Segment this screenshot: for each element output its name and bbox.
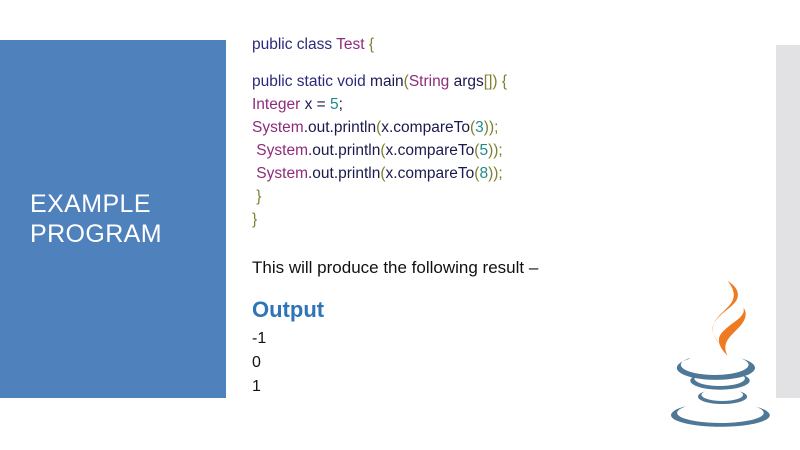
title-panel: EXAMPLE PROGRAM [0, 40, 226, 398]
code-token: ( [474, 142, 480, 159]
code-token: System [252, 119, 304, 136]
code-token: )); [488, 142, 503, 159]
code-token: 5 [479, 142, 489, 159]
line-println-3: System.out.println(x.compareTo(3)); [252, 116, 772, 139]
code-token: x = [300, 96, 330, 113]
code-token: .out.println [307, 142, 381, 159]
output-values: -1 0 1 [252, 330, 267, 396]
code-token: System [252, 142, 308, 159]
content-column: public class Test { public static void ma… [252, 33, 772, 399]
code-token: } [252, 211, 258, 228]
code-token: ( [469, 119, 476, 136]
line-println-8: System.out.println(x.compareTo(8)); [252, 162, 772, 185]
code-token: x.compareTo [385, 165, 475, 182]
code-token: x.compareTo [385, 142, 475, 159]
line-integer-decl: Integer x = 5; [252, 93, 772, 116]
code-token: System [252, 165, 308, 182]
code-block: public class Test { public static void ma… [252, 33, 772, 231]
result-caption: This will produce the following result – [252, 258, 539, 277]
code-token: public static void [252, 73, 371, 90]
line-println-5: System.out.println(x.compareTo(5)); [252, 139, 772, 162]
code-token: 8 [479, 165, 489, 182]
code-token: ( [376, 119, 382, 136]
code-token: { [368, 36, 375, 53]
right-accent-strip [776, 45, 800, 398]
code-token: .out.println [307, 165, 381, 182]
code-token: Integer [252, 96, 301, 113]
line-class-decl: public class Test { [252, 33, 772, 56]
code-token: []) { [483, 73, 508, 90]
code-token: main [370, 73, 404, 90]
code-token: 3 [475, 119, 484, 136]
code-token: } [252, 188, 262, 205]
code-token: ( [380, 165, 386, 182]
code-token: ( [380, 142, 386, 159]
code-token: 5 [330, 96, 339, 113]
code-token: ; [338, 96, 343, 113]
code-blank-line [252, 56, 772, 70]
code-token: Test [336, 36, 365, 53]
code-token: )); [483, 119, 499, 136]
code-token: .out.println [303, 119, 377, 136]
output-heading: Output [252, 297, 325, 323]
code-token: ( [474, 165, 480, 182]
code-token: x.compareTo [381, 119, 470, 136]
code-token: ( [403, 73, 409, 90]
line-close-method: } [252, 185, 772, 208]
code-token: )); [488, 165, 503, 182]
java-logo [655, 281, 795, 431]
java-steam-icon [712, 281, 746, 356]
java-cup-icon [671, 358, 770, 427]
line-main-decl: public static void main(String args[]) { [252, 70, 772, 93]
code-token: public class [252, 36, 337, 53]
code-token: args [453, 73, 484, 90]
code-token: String [408, 73, 450, 90]
line-close-class: } [252, 208, 772, 231]
page-title: EXAMPLE PROGRAM [30, 189, 162, 249]
